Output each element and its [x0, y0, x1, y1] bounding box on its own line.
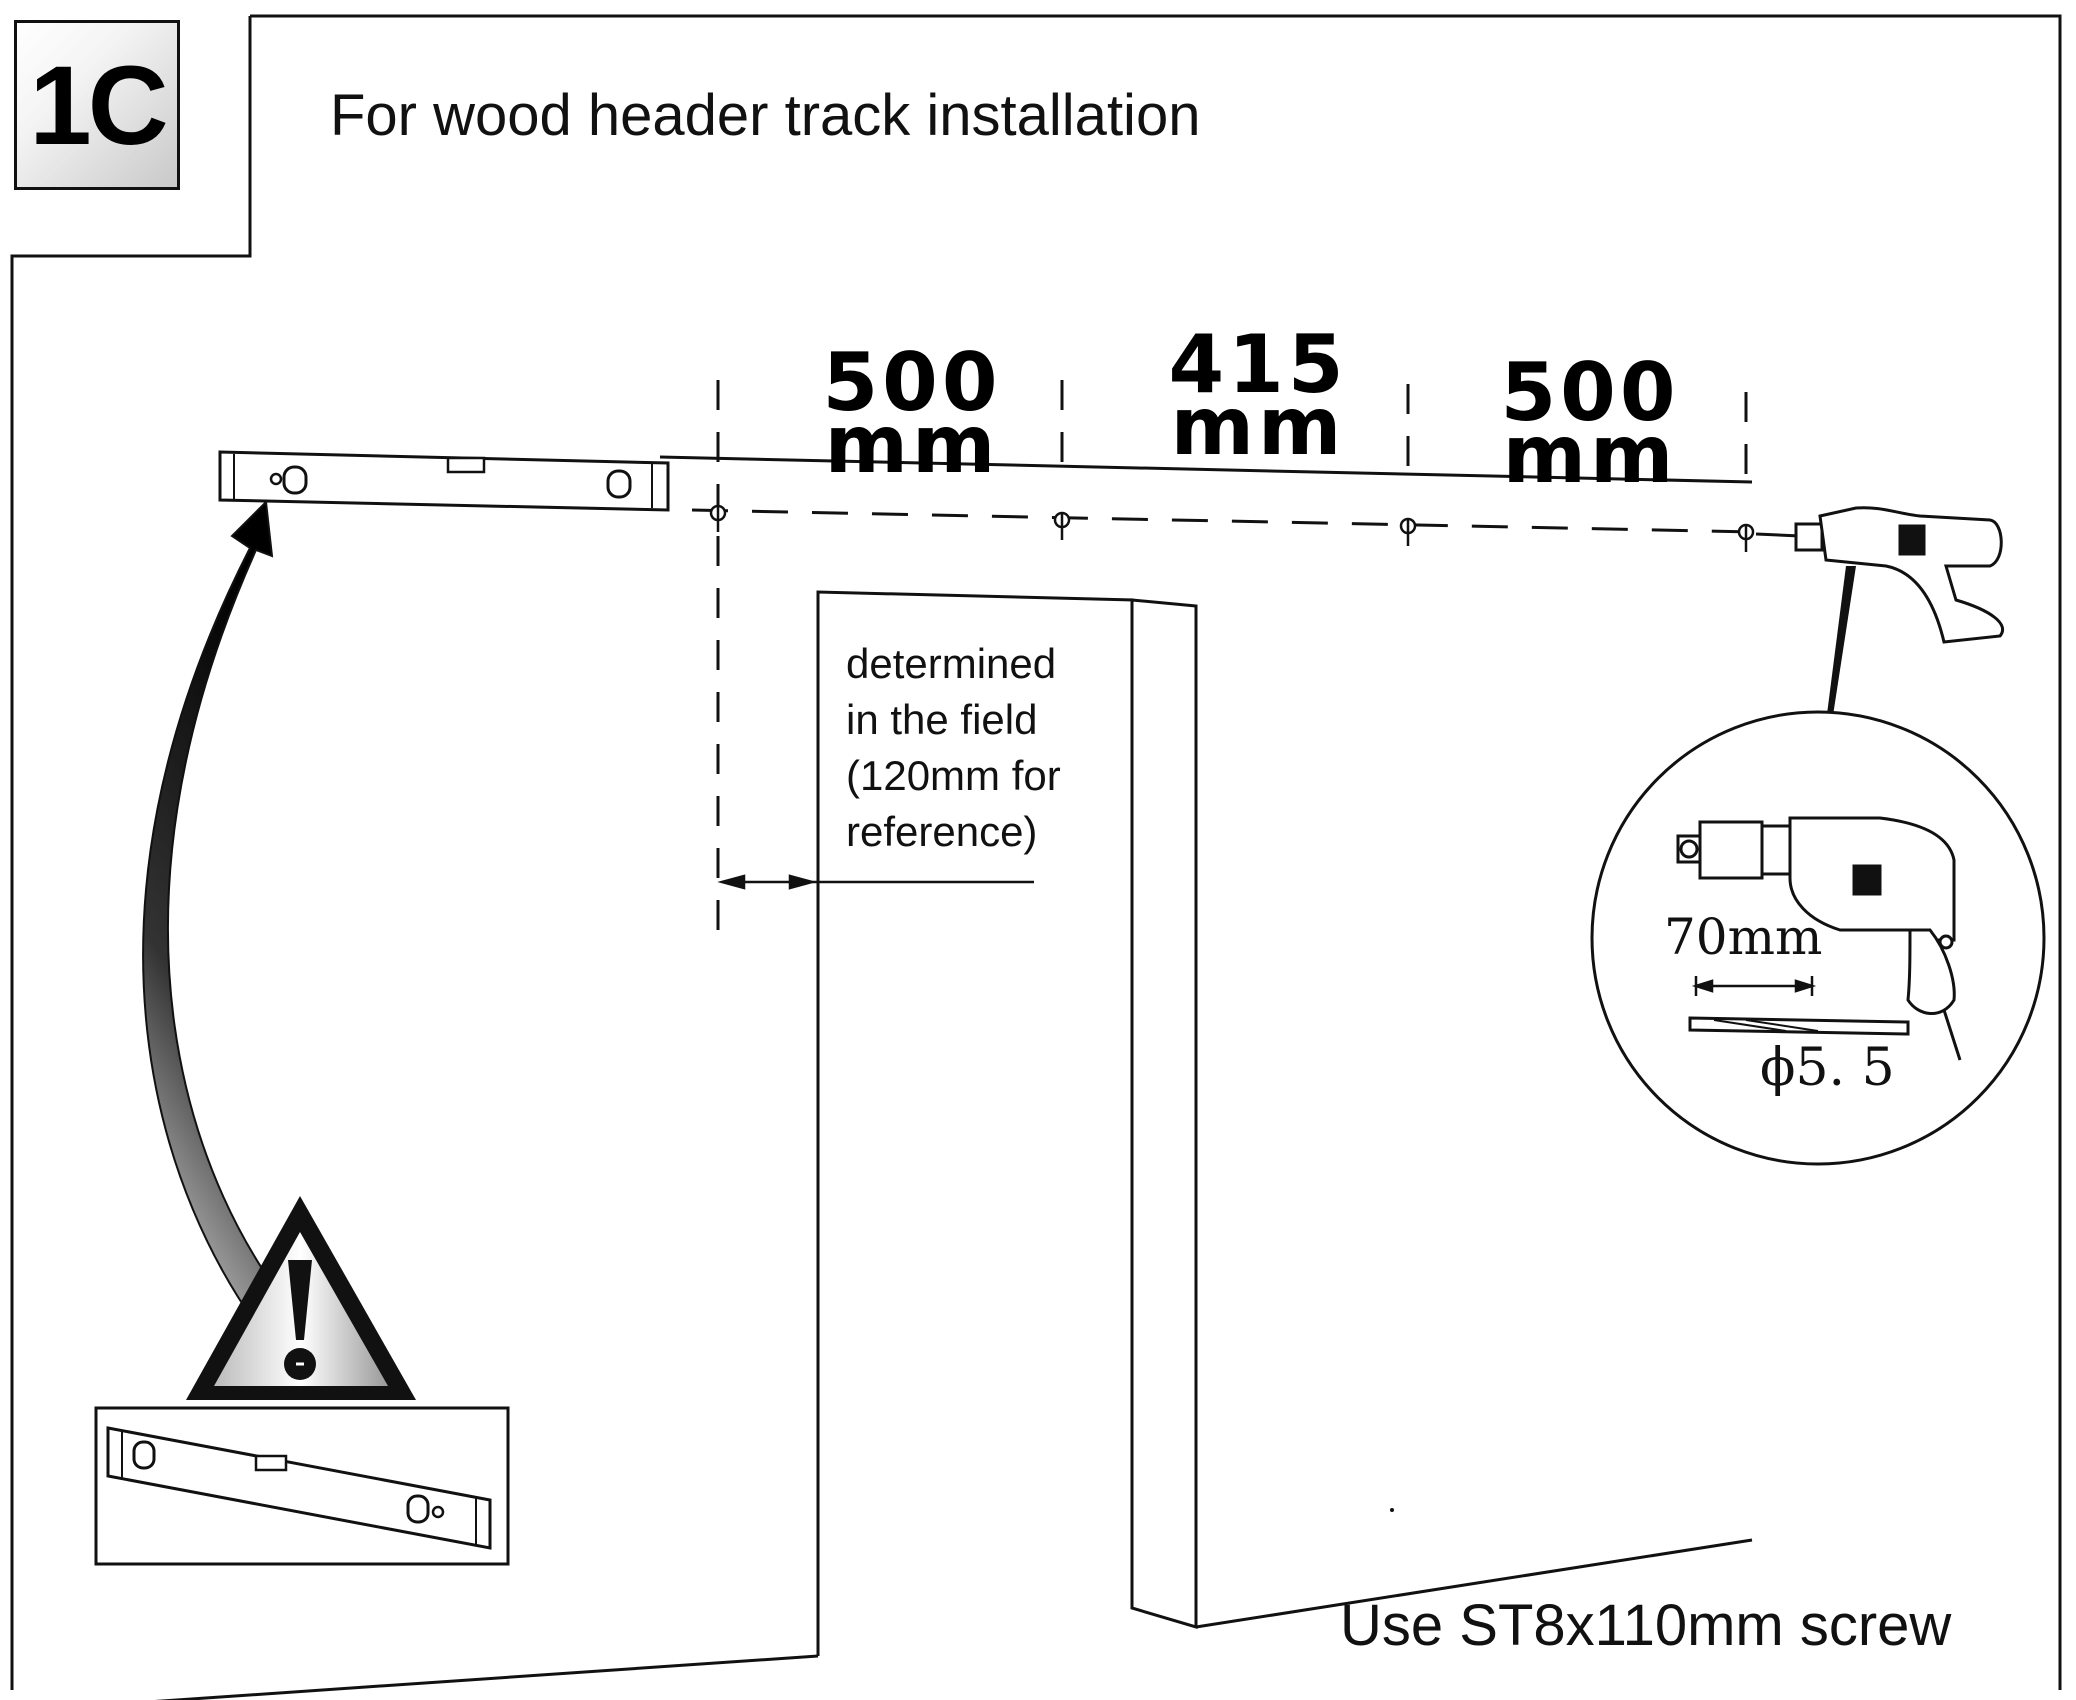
dimension-unit: mm: [1502, 408, 1678, 502]
dimension-label: 500 mm: [1480, 346, 1700, 502]
step-badge: 1C: [14, 20, 180, 190]
page-title: For wood header track installation: [330, 83, 1201, 148]
frame-border: [250, 14, 2062, 1690]
dimension-label: 500 mm: [802, 336, 1022, 492]
frame-border-left: [10, 16, 252, 1690]
screw-note: Use ST8x110mm screw: [1340, 1593, 1952, 1658]
dimension-value: 415: [1168, 318, 1348, 411]
hole-marks: [709, 504, 1755, 552]
field-note: determined in the field (120mm for refer…: [846, 640, 1061, 855]
curved-arrow: [142, 499, 302, 1342]
drill-icon: [1755, 506, 2004, 722]
dimension-label: 415 mm: [1148, 318, 1368, 474]
drill-line: [691, 508, 1755, 534]
drill-detail-circle: [1590, 710, 2046, 1166]
drill-bit-diameter: ϕ5. 5: [1760, 1038, 1895, 1098]
dimension-guides: [716, 380, 1748, 950]
wall-mark: [1390, 1508, 1394, 1512]
level-inset: [94, 1406, 510, 1566]
door-opening: [154, 590, 1753, 1700]
spirit-level: [218, 450, 670, 512]
reference-distance-arrow: [717, 874, 1034, 890]
dimension-value: 500: [1500, 346, 1680, 439]
header-track-line: [659, 455, 1753, 484]
dimension-unit: mm: [1170, 380, 1346, 474]
drill-depth-label: 70mm: [1664, 908, 1823, 966]
dimension-value: 500: [822, 336, 1002, 429]
dimension-unit: mm: [824, 398, 1000, 492]
warning-icon: [186, 1196, 416, 1400]
